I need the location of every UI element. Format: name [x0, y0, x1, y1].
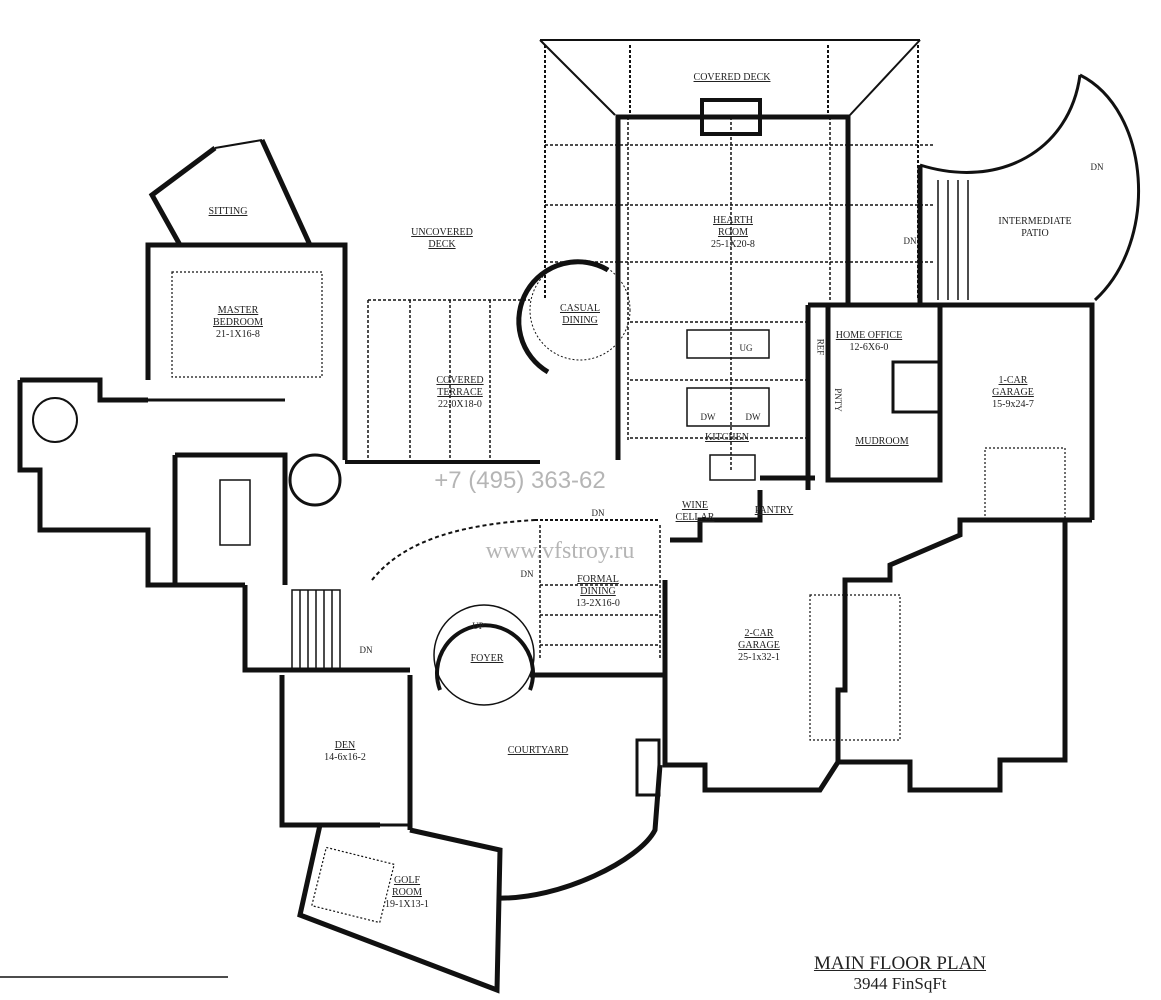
stair-down-marker: DN: [359, 645, 373, 655]
stairs: [291, 589, 341, 671]
bath-wing-walls: [17, 377, 342, 588]
room-name: CASUAL DINING: [559, 303, 600, 326]
room-name: COURTYARD: [507, 745, 569, 756]
covered-terrace-lines: [345, 299, 540, 464]
room-label-sitting: SITTING: [209, 206, 248, 218]
dishwasher-label: DW: [745, 412, 761, 422]
hearth-room-walls: [615, 98, 851, 460]
intermediate-patio-outline: [917, 73, 1141, 305]
plan-title: MAIN FLOOR PLAN: [813, 953, 987, 974]
room-name: 2-CAR GARAGE: [738, 628, 780, 651]
room-name: INTERMEDIATE PATIO: [998, 216, 1072, 239]
room-name: KITCHEN: [705, 432, 749, 443]
room-name: 1-CAR GARAGE: [992, 375, 1034, 398]
room-label-wine-cellar: WINE CELLAR: [675, 500, 715, 524]
room-label-foyer: FOYER: [471, 653, 504, 665]
room-dims: 14-6x16-2: [324, 752, 366, 763]
entry-walls: [242, 519, 665, 706]
room-label-mudroom: MUDROOM: [855, 436, 908, 448]
stair-down-marker: DN: [520, 569, 534, 579]
dishwasher-label: DW: [700, 412, 716, 422]
room-dims: 12-6X6-0: [849, 342, 889, 353]
refrigerator-label: REF: [815, 338, 826, 356]
stair-down-marker: DN: [591, 508, 605, 518]
beam-lines: [545, 117, 935, 470]
service-wing-walls: [760, 302, 1095, 520]
pantry-short-label: PNTY: [832, 388, 843, 412]
room-name: WINE CELLAR: [675, 500, 715, 523]
room-name: MASTER BEDROOM: [212, 305, 263, 328]
room-name: DEN: [334, 740, 356, 751]
room-label-intermediate-patio: INTERMEDIATE PATIO: [990, 216, 1080, 240]
room-name: MUDROOM: [855, 436, 909, 447]
room-dims: 13-2X16-0: [576, 598, 620, 609]
room-name: GOLF ROOM: [391, 875, 422, 898]
room-name: HOME OFFICE: [835, 330, 903, 341]
casual-dining-bay: [516, 259, 631, 375]
room-label-covered-deck: COVERED DECK: [694, 72, 771, 84]
room-label-uncovered-deck: UNCOVERED DECK: [407, 227, 477, 251]
room-name: FORMAL DINING: [577, 574, 619, 597]
room-name: SITTING: [208, 206, 248, 217]
room-label-pantry: PANTRY: [755, 505, 794, 517]
room-dims: 22-0X18-0: [438, 399, 482, 410]
room-dims: 15-9x24-7: [992, 399, 1034, 410]
den-golf-walls: [279, 675, 663, 994]
room-dims: 19-1X13-1: [385, 899, 429, 910]
room-label-courtyard: COURTYARD: [508, 745, 569, 757]
garage-walls: [662, 447, 1092, 793]
plan-title-block: MAIN FLOOR PLAN 3944 FinSqFt: [804, 953, 996, 994]
room-dims: 25-1x32-1: [738, 652, 780, 663]
stair-down-marker: DN: [1090, 162, 1104, 172]
room-dims: 21-1X16-8: [216, 329, 260, 340]
stair-up-marker: UP: [472, 621, 484, 631]
room-name: PANTRY: [754, 505, 794, 516]
stair-down-marker: DN: [903, 236, 917, 246]
room-name: COVERED DECK: [693, 72, 771, 83]
watermark-phone: +7 (495) 363-62: [434, 467, 606, 494]
watermark-url: www.vfstroy.ru: [485, 538, 635, 564]
room-name: HEARTH ROOM: [713, 215, 753, 238]
room-name: UNCOVERED DECK: [411, 227, 473, 250]
room-label-casual-dining: CASUAL DINING: [555, 303, 605, 327]
kitchen-islands: [686, 329, 770, 481]
room-dims: 25-1X20-8: [711, 239, 755, 250]
master-suite-walls: [145, 138, 348, 460]
undercounter-label: UG: [739, 343, 753, 353]
room-name: FOYER: [470, 653, 504, 664]
room-label-kitchen: KITCHEN: [705, 432, 749, 444]
plan-area: 3944 FinSqFt: [853, 974, 947, 993]
room-name: COVERED TERRACE: [436, 375, 484, 398]
